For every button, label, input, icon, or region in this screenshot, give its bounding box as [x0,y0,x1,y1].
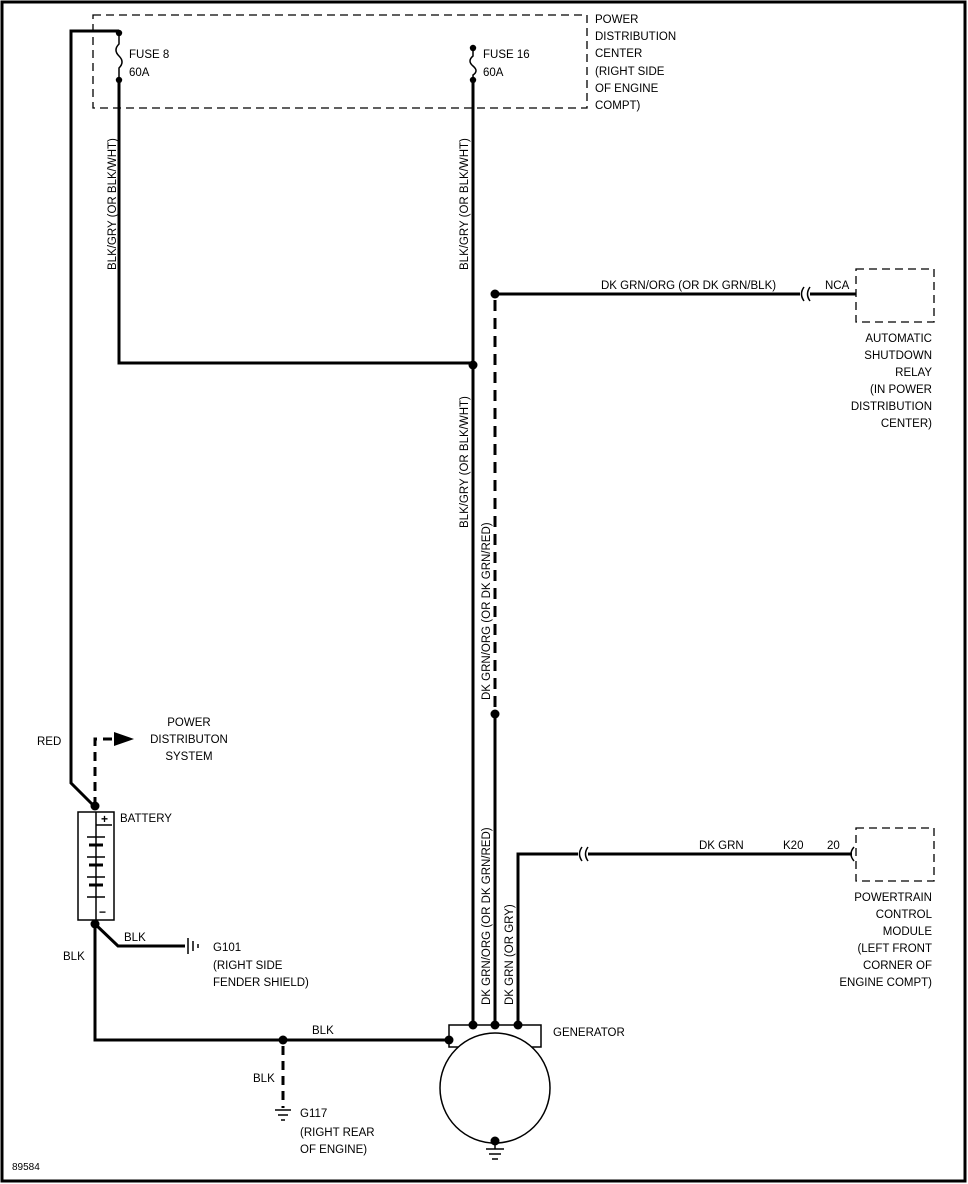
ground-splice-dot [278,1035,288,1045]
g101-location-line2: FENDER SHIELD) [213,977,309,989]
svg-text:SHUTDOWN: SHUTDOWN [864,350,932,362]
svg-text:CENTER): CENTER) [881,418,932,430]
battery-negative-label: BLK [63,951,85,963]
pdc-label-line5: OF ENGINE [595,83,659,95]
fuse-16-rating: 60A [483,67,504,79]
generator-field-wire-2 [516,852,578,1025]
svg-text:DISTRIBUTION: DISTRIBUTION [851,401,932,413]
ground-g101-icon [187,938,199,954]
pcm-label: POWERTRAIN CONTROL MODULE (LEFT FRONT CO… [839,892,932,989]
g117-name: G117 [300,1108,327,1120]
svg-text:DISTRIBUTON: DISTRIBUTON [150,734,228,746]
asd-connector-icon [800,286,811,302]
svg-text:ENGINE COMPT): ENGINE COMPT) [839,977,932,989]
pcm-box [855,827,935,882]
asd-pin-label: NCA [825,280,850,292]
svg-text:(IN POWER: (IN POWER [870,384,932,396]
g117-location-line1: (RIGHT REAR [300,1127,375,1139]
g117-location-line2: OF ENGINE) [300,1144,367,1156]
svg-text:MODULE: MODULE [883,926,933,938]
generator-field-label-2: DK GRN (OR GRY) [504,904,516,1005]
battery-ground-wire [93,922,185,948]
asd-relay-label: AUTOMATIC SHUTDOWN RELAY (IN POWER DISTR… [851,333,932,430]
g101-name: G101 [213,942,241,954]
asd-wire-label: DK GRN/ORG (OR DK GRN/BLK) [601,280,776,292]
fuse-8-rating: 60A [129,67,150,79]
svg-text:POWERTRAIN: POWERTRAIN [854,892,932,904]
pdc-label-line3: CENTER [595,48,642,60]
asd-relay-box [855,268,935,323]
g101-wire-label: BLK [124,932,146,944]
generator-label: GENERATOR [553,1027,625,1039]
battery-plus: + [101,812,108,826]
pcm-pin-icon [850,846,855,862]
battery-negative-wire [93,924,447,1042]
generator-feed-label: BLK/GRY (OR BLK/WHT) [459,396,471,528]
svg-text:POWER: POWER [167,717,210,729]
svg-text:CORNER OF: CORNER OF [863,960,932,972]
g101-location-line1: (RIGHT SIDE [213,960,283,972]
pcm-pin-label: 20 [827,840,840,852]
pdc-label-line4: (RIGHT SIDE [595,66,665,78]
pdc-label-line6: COMPT) [595,100,641,112]
pdc-label-line2: DISTRIBUTION [595,31,676,43]
splice-dot [468,360,478,370]
g117-wire-label: BLK [253,1073,275,1085]
fuse-8-output-wire [117,80,473,365]
fuse-16-name: FUSE 16 [483,49,530,61]
battery: + − BATTERY [77,801,172,929]
svg-text:CONTROL: CONTROL [876,909,933,921]
svg-text:(LEFT FRONT: (LEFT FRONT [857,943,932,955]
fuse-16-output-label: BLK/GRY (OR BLK/WHT) [459,138,471,270]
arrow-right-icon [114,732,134,746]
svg-text:RELAY: RELAY [895,367,932,379]
battery-label: BATTERY [120,813,172,825]
fuse-8: FUSE 8 60A [115,29,169,84]
battery-minus: − [99,905,106,919]
figure-id: 89584 [12,1162,40,1173]
generator: GENERATOR [439,1020,625,1160]
pcm-wire-label: DK GRN [699,840,744,852]
generator-ground-icon [486,1141,504,1160]
red-wire-label: RED [37,736,61,748]
pdc-label-line1: POWER [595,14,638,26]
pcm-circuit-label: K20 [783,840,803,852]
power-distribution-system: POWER DISTRIBUTON SYSTEM [93,717,228,806]
fuse-8-output-label: BLK/GRY (OR BLK/WHT) [107,138,119,270]
svg-text:AUTOMATIC: AUTOMATIC [865,333,932,345]
svg-text:SYSTEM: SYSTEM [165,751,212,763]
red-battery-wire [69,29,119,808]
generator-ground-label: BLK [312,1025,334,1037]
pcm-connector-icon [578,846,589,862]
power-distribution-center: POWER DISTRIBUTION CENTER (RIGHT SIDE OF… [92,14,676,112]
asd-mid-label: DK GRN/ORG (OR DK GRN/RED) [481,522,493,700]
fuse-16: FUSE 16 60A [469,44,530,84]
generator-field-label-1: DK GRN/ORG (OR DK GRN/RED) [481,827,493,1005]
fuse-8-name: FUSE 8 [129,49,169,61]
ground-g117-icon [275,1109,291,1121]
